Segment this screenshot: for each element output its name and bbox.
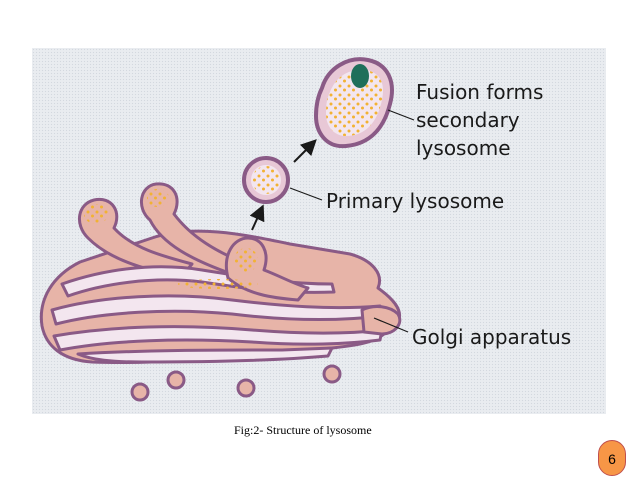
budding-vesicle-granules (234, 248, 258, 272)
leader-lines (289, 109, 415, 333)
golgi-bud-middle (140, 182, 244, 276)
leader-primary (289, 187, 323, 201)
leader-golgi (373, 317, 409, 333)
golgi-apparatus (39, 182, 402, 365)
dark-inclusion (351, 64, 369, 88)
golgi-bud-left (78, 197, 194, 278)
golgi-granule-band (178, 279, 258, 289)
label-primary-lysosome: Primary lysosome (326, 189, 505, 213)
vesicle-small-1 (130, 382, 150, 402)
vesicle-small-2 (166, 370, 186, 390)
label-golgi-apparatus: Golgi apparatus (412, 325, 572, 349)
vesicle-small-4 (322, 364, 342, 384)
golgi-bud-left-granules (84, 204, 108, 224)
label-secondary-line-3: lysosome (416, 136, 511, 160)
small-vesicles (130, 364, 342, 402)
page-number-badge: 6 (598, 440, 626, 476)
primary-lysosome (242, 156, 290, 204)
arrows (249, 139, 317, 231)
cisterna-4 (76, 346, 334, 364)
golgi-bud-middle-granules (147, 189, 169, 207)
lysosome-diagram (39, 57, 415, 402)
label-secondary-line-2: secondary (416, 108, 520, 132)
arrow-icon (249, 204, 265, 231)
secondary-lysosome (313, 57, 394, 149)
vesicle-small-3 (236, 378, 256, 398)
leader-secondary (387, 109, 415, 121)
figure-panel: Fusion forms secondary lysosome Primary … (32, 48, 606, 414)
arrow-icon (293, 139, 317, 163)
label-secondary-line-1: Fusion forms (416, 80, 544, 104)
figure-caption: Fig:2- Structure of lysosome (234, 423, 372, 437)
